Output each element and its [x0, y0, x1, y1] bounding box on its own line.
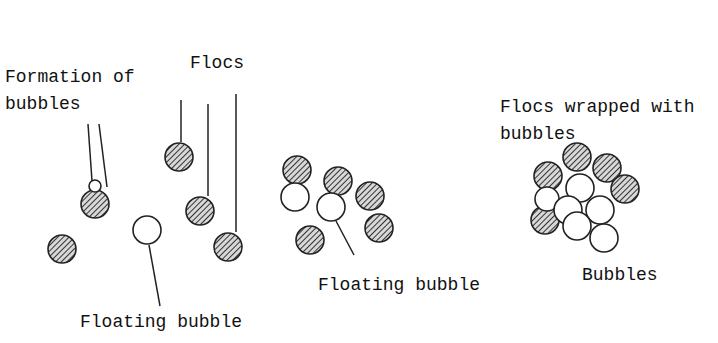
flocs: [48, 143, 639, 263]
callout-label: Formation of bubbles: [5, 64, 145, 118]
callout-label: Flocs wrapped with bubbles: [500, 94, 712, 148]
callout-label: Flocs: [190, 50, 280, 77]
bubbles: [89, 174, 618, 252]
callout-label: Bubbles: [582, 262, 692, 289]
callout-label: Floating bubble: [80, 309, 280, 336]
callout-label: Floating bubble: [318, 272, 518, 299]
leader-lines: [88, 94, 354, 306]
